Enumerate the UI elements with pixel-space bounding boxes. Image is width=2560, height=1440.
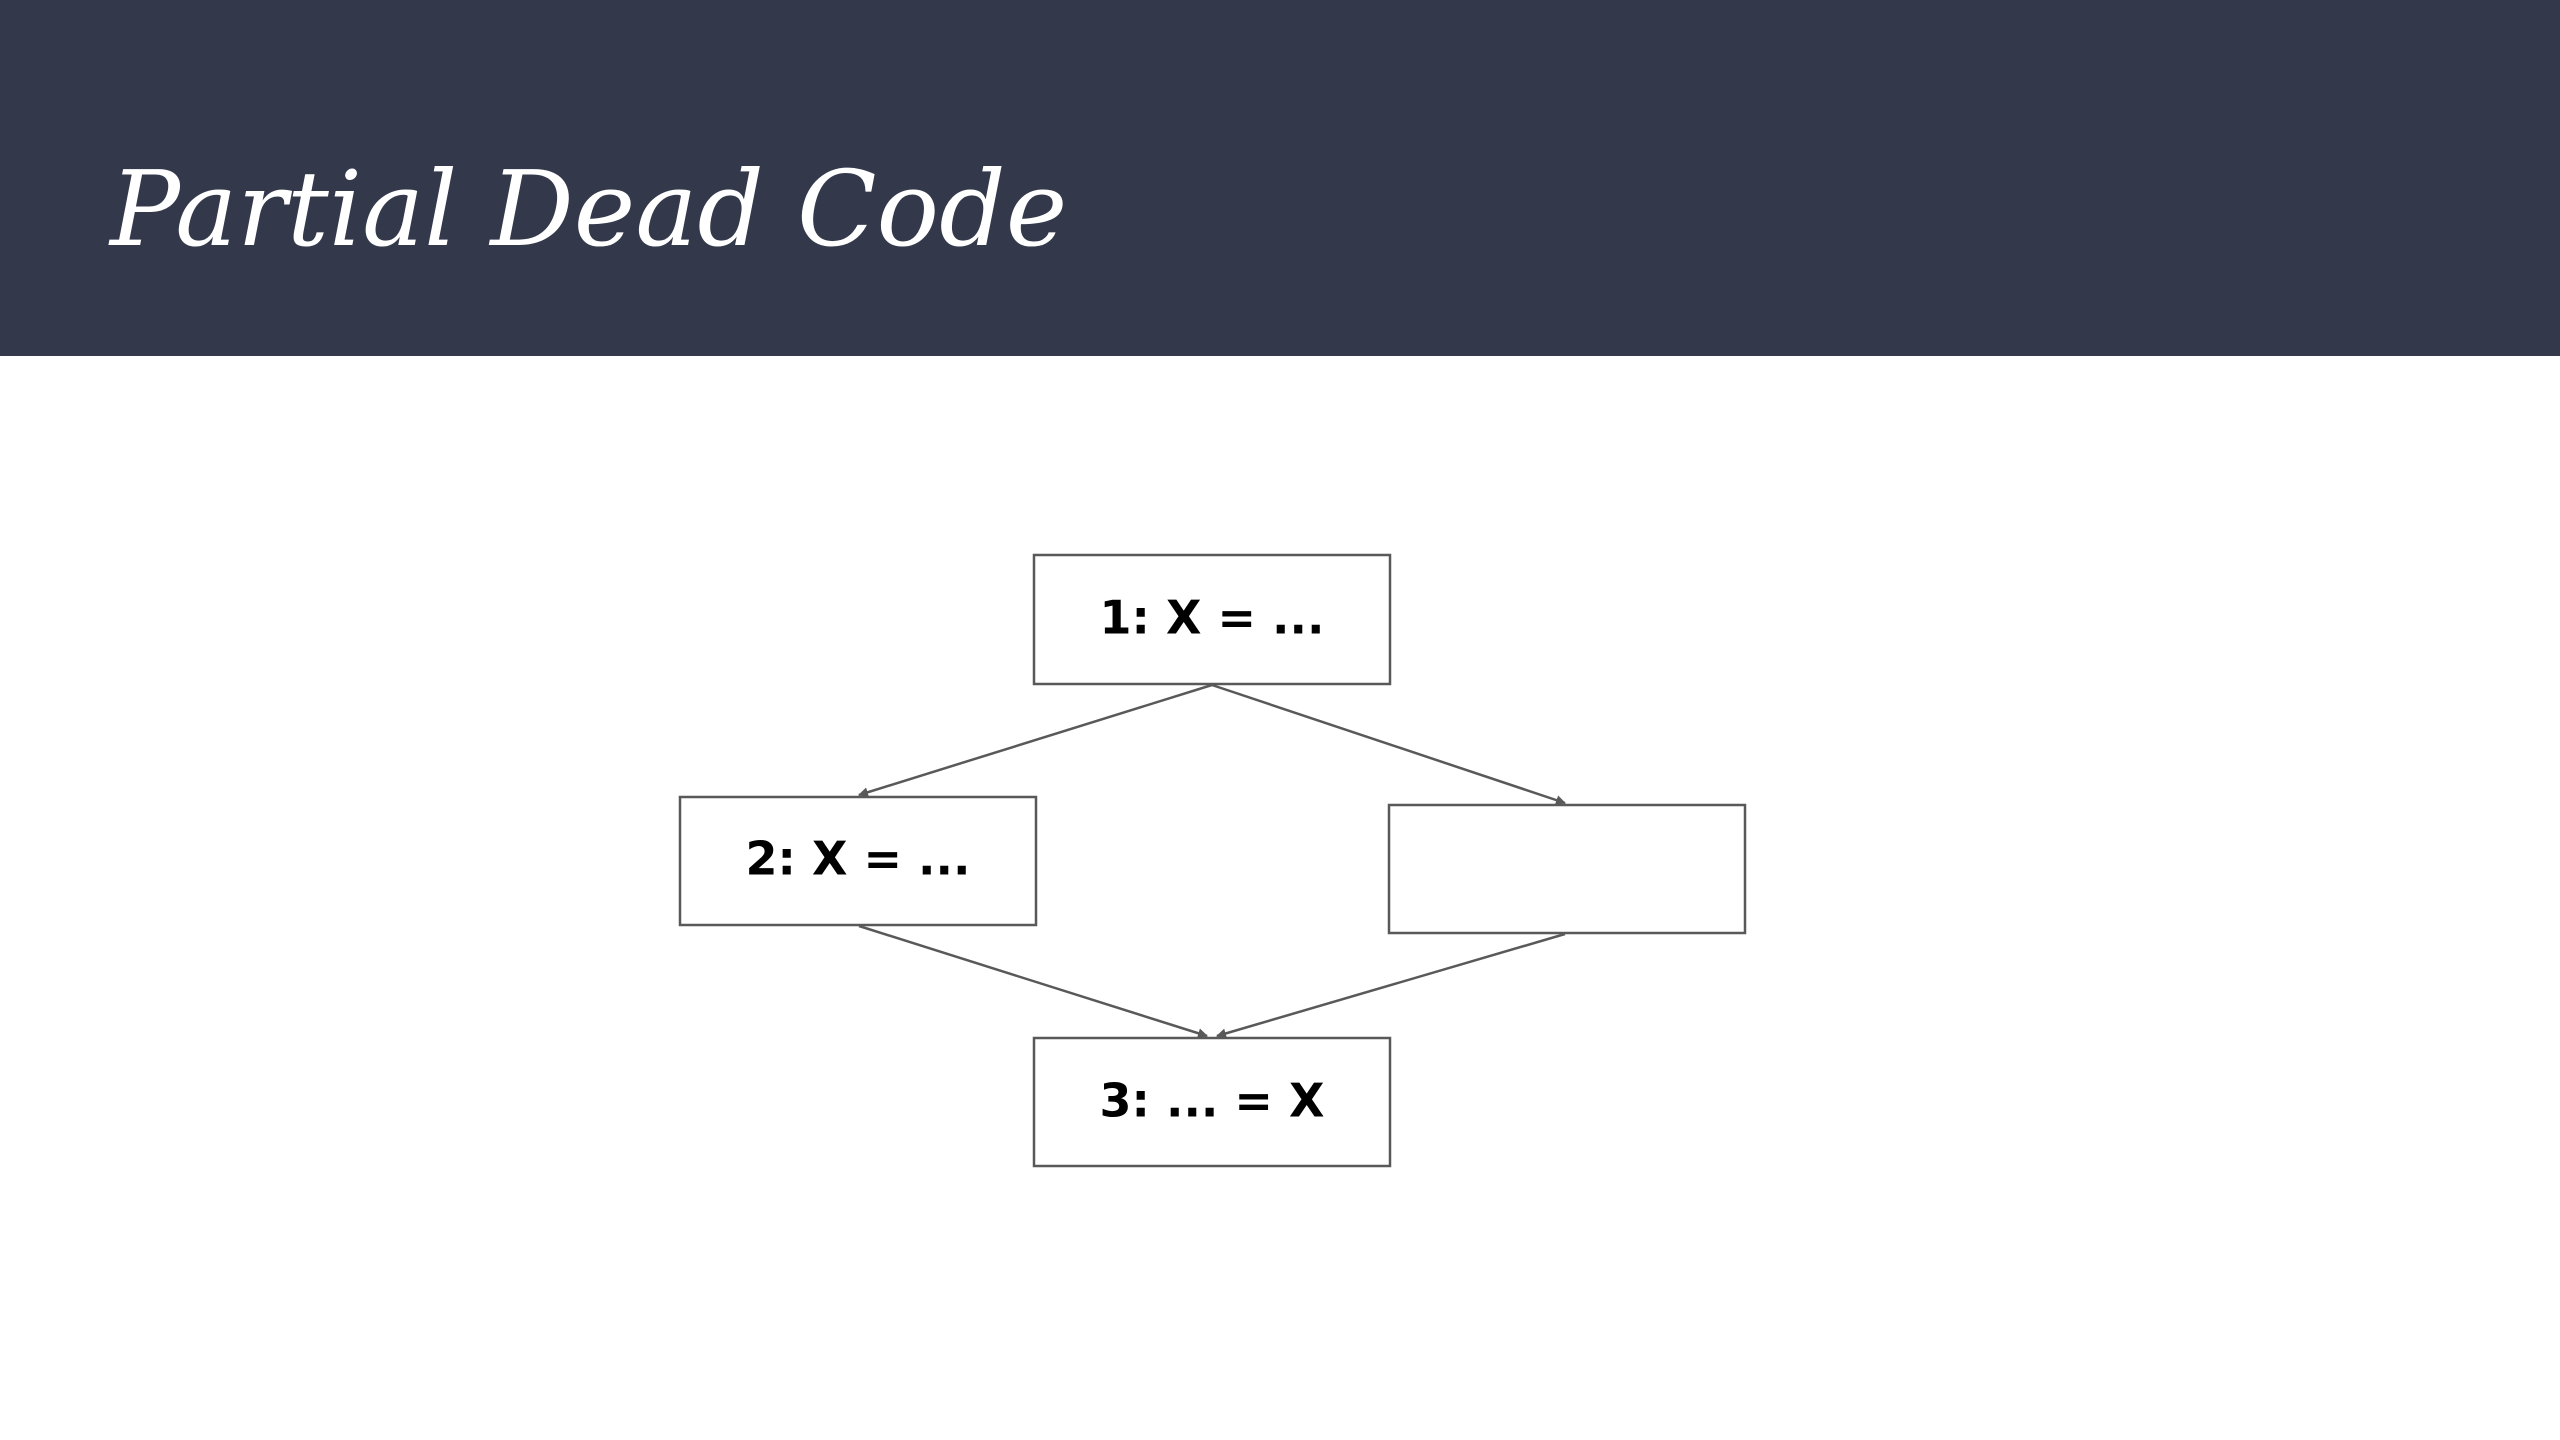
node-1: 1: X = ...	[1032, 553, 1392, 686]
slide-title: Partial Dead Code	[110, 148, 1068, 270]
edge-2-to-3	[858, 924, 1208, 1039]
node-1-label: 1: X = ...	[1100, 591, 1325, 645]
node-3: 3: ... = X	[1032, 1036, 1392, 1168]
node-2: 2: X = ...	[678, 795, 1038, 927]
node-3-label: 3: ... = X	[1100, 1074, 1325, 1128]
node-2-label: 2: X = ...	[746, 832, 971, 886]
edge-1-to-2	[858, 683, 1213, 798]
edge-empty-to-3	[1216, 932, 1566, 1039]
edge-1-to-empty	[1211, 683, 1566, 805]
node-empty	[1387, 803, 1747, 935]
title-bar: Partial Dead Code	[0, 0, 2560, 356]
